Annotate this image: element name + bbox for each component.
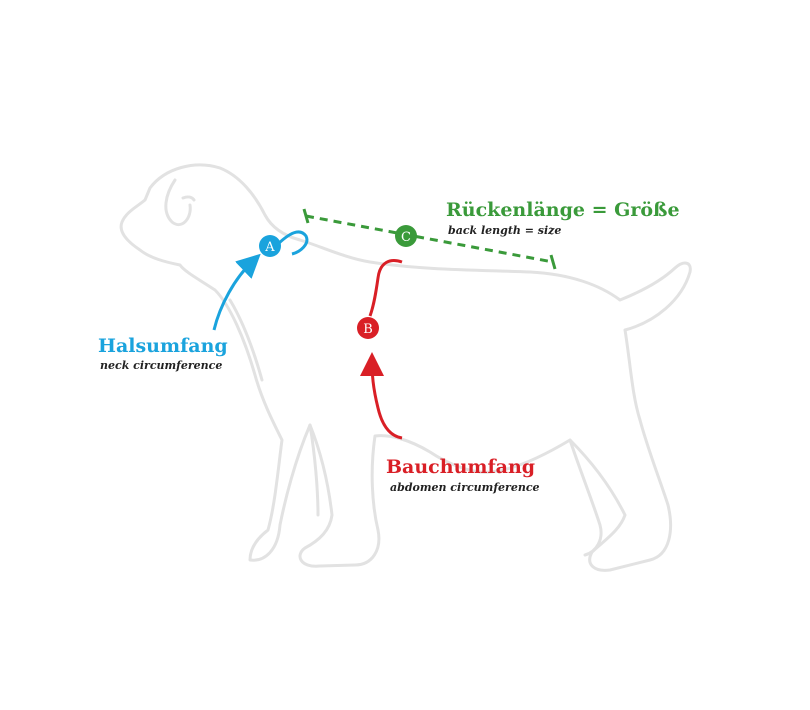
neck-arrow	[212, 253, 261, 331]
neck-title: Halsumfang	[98, 335, 228, 357]
neck-marker-letter: A	[264, 240, 275, 255]
belly-measurement: B	[357, 259, 403, 440]
back-end-cap	[549, 254, 557, 270]
back-marker-circle	[395, 225, 417, 247]
back-marker-letter: C	[401, 230, 411, 245]
neck-marker-circle	[259, 235, 281, 257]
back-start-cap	[302, 208, 310, 224]
back-measurement: C	[302, 208, 557, 270]
belly-arrow	[360, 352, 403, 440]
neck-arc	[274, 230, 309, 256]
belly-title: Bauchumfang	[386, 456, 536, 478]
back-title: Rückenlänge = Größe	[446, 199, 680, 221]
belly-marker-circle	[357, 317, 379, 339]
neck-subtitle: neck circumference	[100, 359, 223, 372]
back-subtitle: back length = size	[448, 224, 562, 237]
dog-silhouette	[119, 163, 692, 572]
belly-subtitle: abdomen circumference	[390, 481, 540, 494]
neck-measurement: A	[212, 230, 309, 331]
belly-arc-top	[368, 259, 403, 317]
belly-marker-letter: B	[363, 322, 373, 337]
